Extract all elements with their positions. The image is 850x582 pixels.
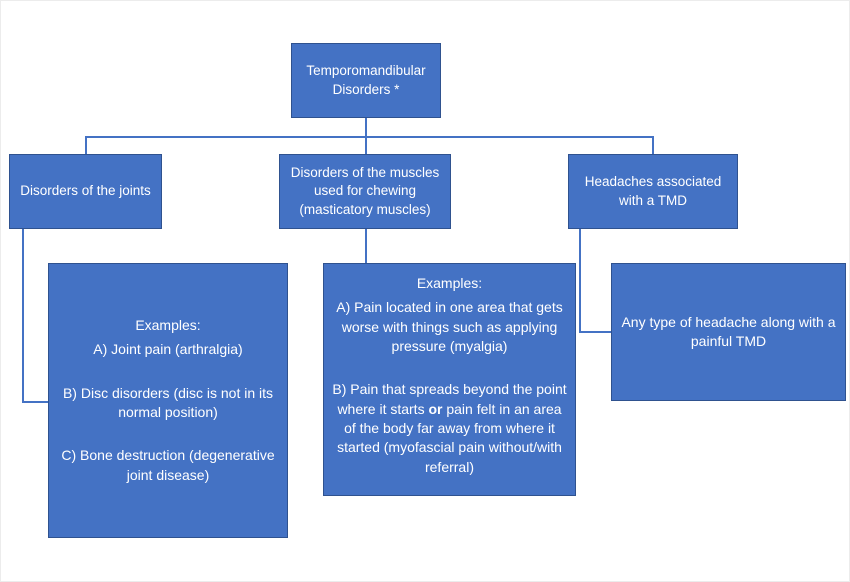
- muscles-example-a: A) Pain located in one area that gets wo…: [336, 299, 563, 354]
- connector-headaches-down: [652, 136, 654, 154]
- connector-muscles-detail: [365, 229, 367, 263]
- muscles-example-b-end: pain felt in an area of the body far awa…: [337, 400, 562, 475]
- node-headaches: Headaches associated with a TMD: [568, 154, 738, 229]
- connector-joints-down: [85, 136, 87, 154]
- joints-example-c: C) Bone destruction (degenerative joint …: [61, 447, 275, 483]
- headaches-detail-text: Any type of headache along with a painfu…: [621, 313, 836, 349]
- connector-joints-detail-vertical: [22, 229, 24, 403]
- node-joints: Disorders of the joints: [9, 154, 162, 229]
- node-muscles-label: Disorders of the muscles used for chewin…: [290, 164, 440, 217]
- node-muscles: Disorders of the muscles used for chewin…: [279, 154, 451, 229]
- connector-joints-detail-horizontal: [22, 401, 48, 403]
- connector-headaches-detail-horizontal: [579, 331, 611, 333]
- node-joints-label: Disorders of the joints: [20, 183, 151, 199]
- muscles-example-b-emphasis: or: [428, 400, 443, 417]
- muscles-examples-content: Examples: A) Pain located in one area th…: [330, 274, 569, 477]
- node-joints-examples: Examples: A) Joint pain (arthralgia) B) …: [48, 263, 288, 538]
- connector-muscles-down: [365, 136, 367, 154]
- node-headaches-detail: Any type of headache along with a painfu…: [611, 263, 846, 401]
- connector-headaches-detail-vertical: [579, 229, 581, 333]
- muscles-example-b: B) Pain that spreads beyond the point wh…: [330, 380, 569, 477]
- joints-example-a: A) Joint pain (arthralgia): [93, 341, 243, 358]
- node-muscles-examples: Examples: A) Pain located in one area th…: [323, 263, 576, 496]
- node-root-label: Temporomandibular Disorders *: [306, 62, 426, 97]
- muscles-example-b-start: B) Pain that spreads beyond the point wh…: [332, 381, 567, 417]
- connector-branch-bar: [85, 136, 654, 138]
- node-headaches-label: Headaches associated with a TMD: [584, 173, 722, 208]
- joints-examples-content: Examples: A) Joint pain (arthralgia) B) …: [55, 316, 281, 485]
- joints-examples-heading: Examples:: [135, 317, 201, 334]
- node-root: Temporomandibular Disorders *: [291, 43, 441, 118]
- connector-root-down: [365, 118, 367, 137]
- muscles-examples-heading: Examples:: [416, 275, 483, 291]
- joints-example-b: B) Disc disorders (disc is not in its no…: [62, 384, 274, 420]
